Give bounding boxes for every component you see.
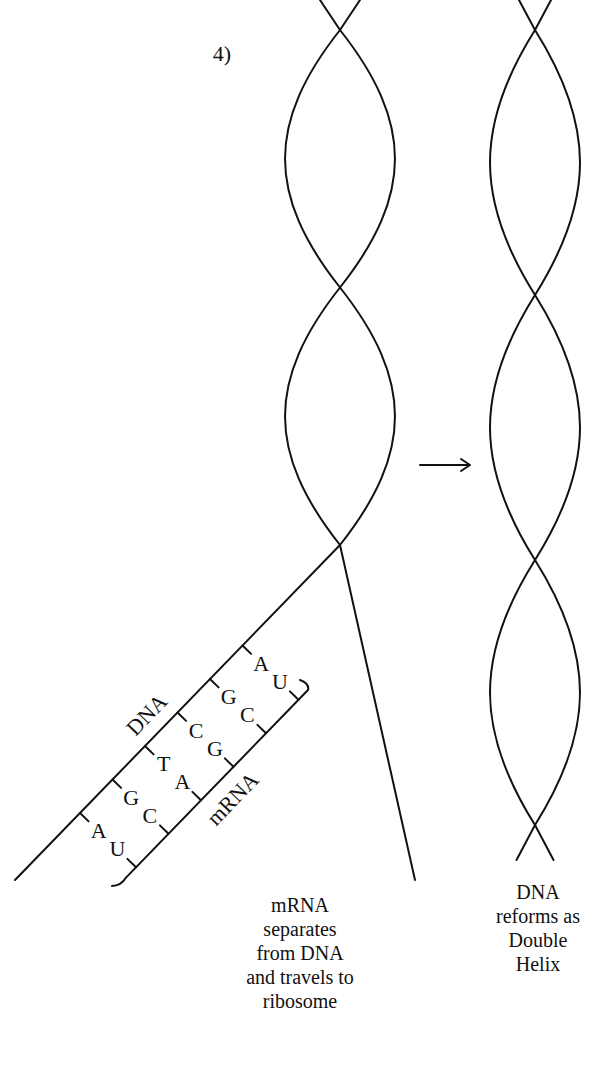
base-letter: G bbox=[207, 737, 223, 761]
dna-strand bbox=[285, 0, 395, 545]
base-letter: G bbox=[221, 685, 237, 709]
base-letter: C bbox=[240, 703, 255, 727]
base-letter: T bbox=[157, 752, 170, 776]
caption: mRNA separates from DNA and travels to r… bbox=[245, 893, 355, 1013]
base-letter: C bbox=[189, 719, 204, 743]
dna-strand bbox=[15, 545, 340, 880]
base-letter: G bbox=[123, 786, 139, 810]
base-letter: C bbox=[142, 804, 157, 828]
base-letter: A bbox=[91, 819, 107, 843]
base-letter: U bbox=[272, 670, 288, 694]
base-letter: U bbox=[109, 837, 125, 861]
step-number: 4) bbox=[213, 42, 231, 66]
caption: DNA reforms as Double Helix bbox=[486, 880, 591, 976]
dna-helix bbox=[490, 0, 580, 860]
strand-label: mRNA bbox=[202, 768, 263, 830]
dna-helix bbox=[490, 0, 580, 860]
base-letter: A bbox=[253, 652, 269, 676]
strand-label: DNA bbox=[122, 690, 172, 741]
dna-strand bbox=[285, 0, 395, 545]
dna-strand bbox=[340, 545, 415, 880]
mrna-strand bbox=[112, 680, 308, 886]
process-arrow bbox=[420, 459, 470, 471]
base-letter: A bbox=[174, 770, 190, 794]
